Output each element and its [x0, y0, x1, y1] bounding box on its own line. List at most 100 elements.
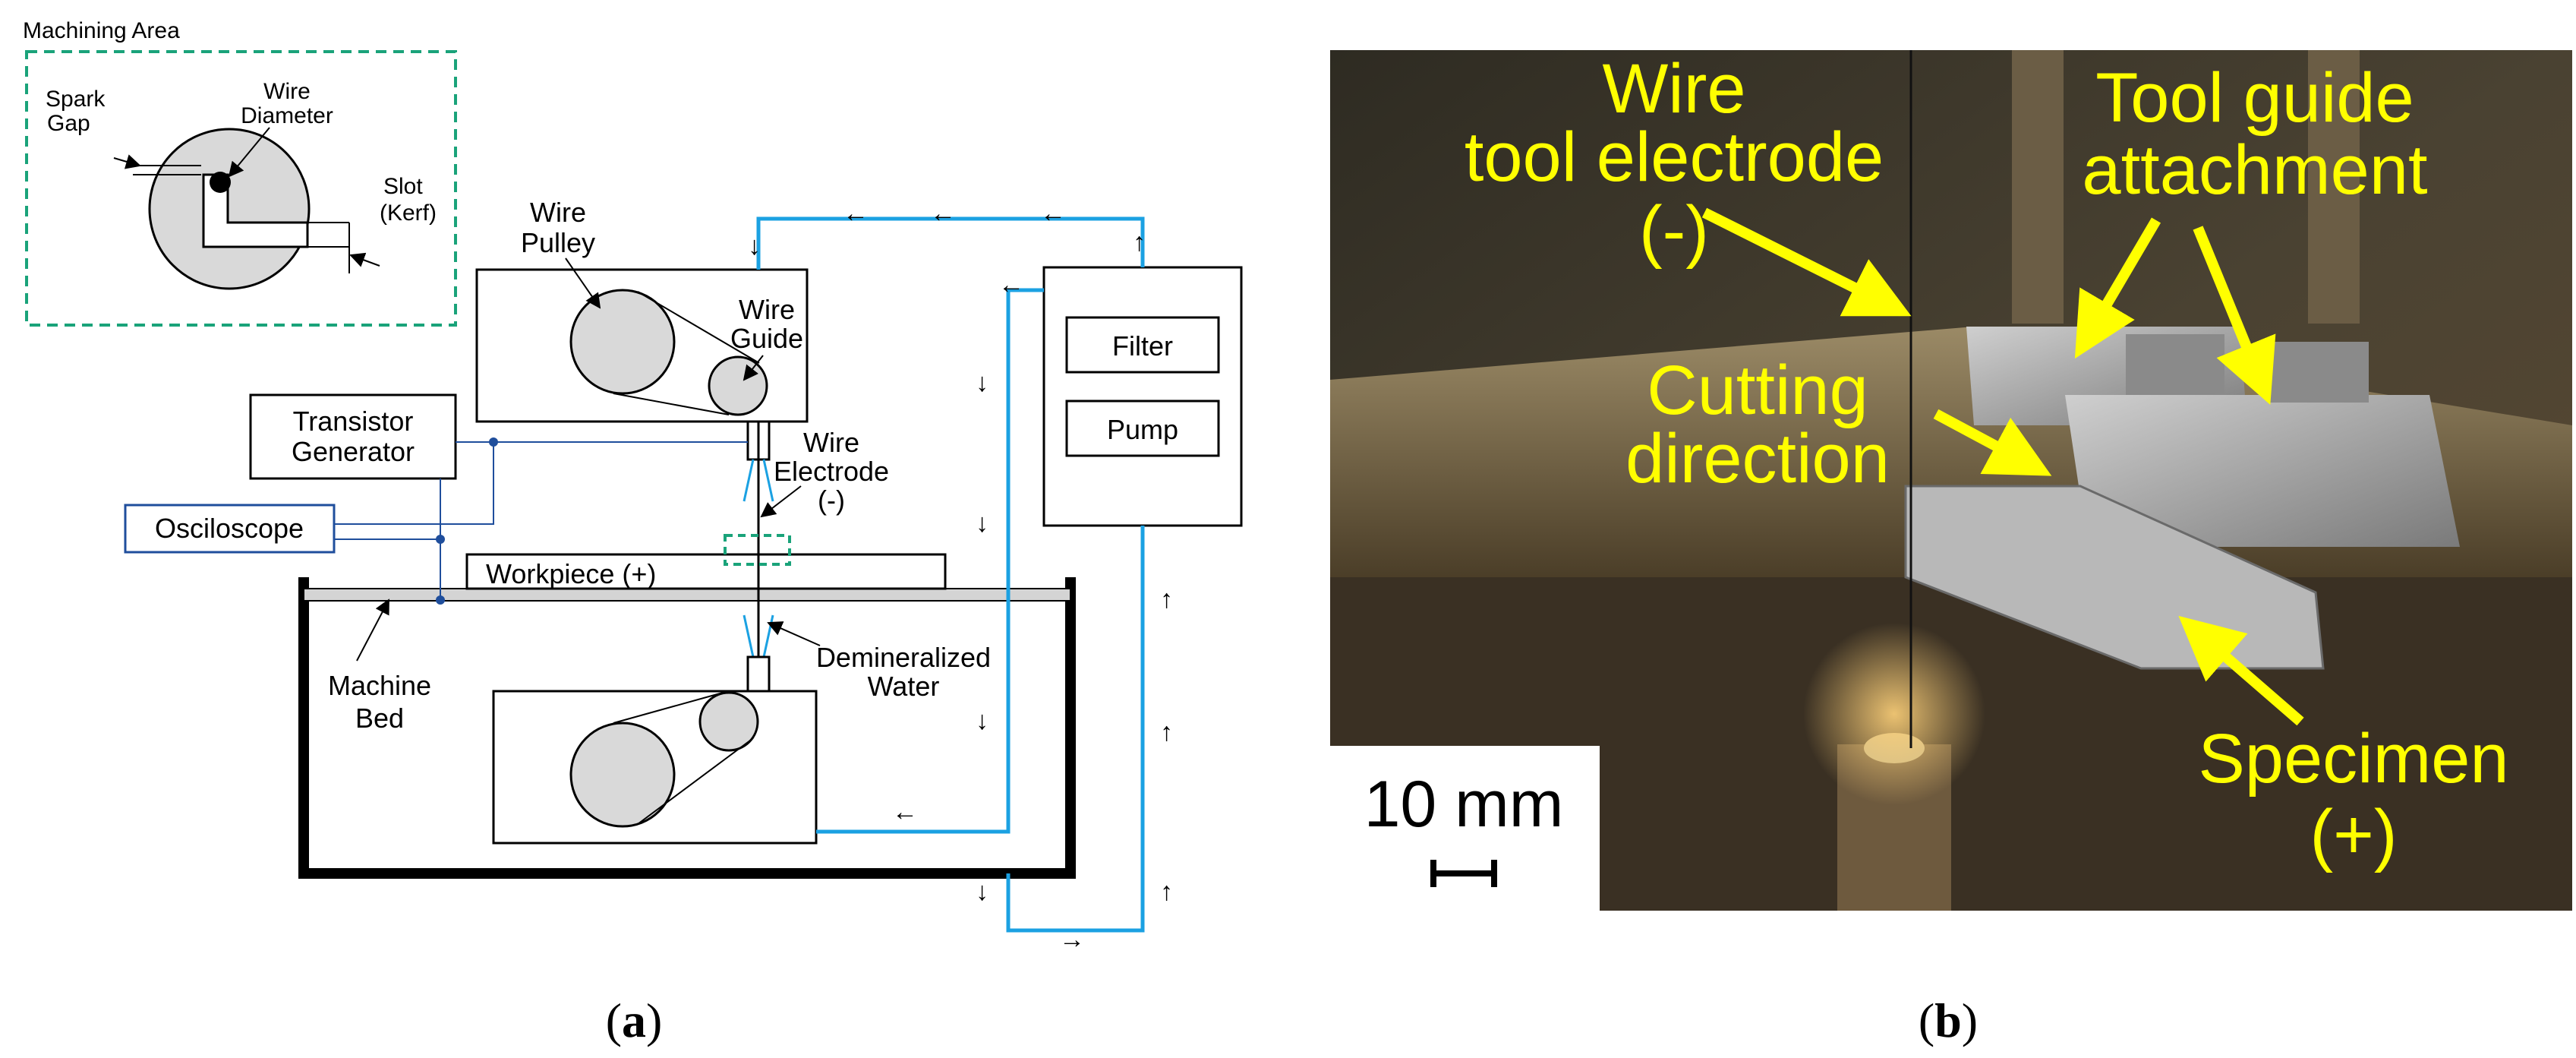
machining-area-marker: [724, 534, 791, 566]
demin-water-arrow: [767, 621, 821, 646]
slot-label-1: Slot: [383, 174, 423, 199]
photo-panel: Wire tool electrode (-) Tool guide attac…: [1330, 50, 2572, 1047]
workpiece: [465, 553, 947, 590]
tool-guide-arrow-2: [2193, 226, 2276, 405]
machine-bed-label-1: Machine: [328, 670, 431, 701]
scale-bar-box: [1330, 746, 1600, 911]
lower-nozzle: [746, 655, 771, 696]
wire-diameter-label-2: Diameter: [241, 103, 333, 128]
flow-arrow-5: ↑: [1133, 228, 1146, 257]
lower-belt-2: [637, 737, 754, 825]
photo-label-wire: Wire tool electrode (-): [1465, 50, 1884, 270]
flow-arrow-10: ↓: [976, 877, 988, 906]
lower-belt-1: [613, 692, 724, 724]
water-supply-line: [756, 216, 1145, 270]
upper-pulley: [569, 289, 676, 395]
upper-belt-1: [637, 291, 760, 364]
specimen-arrow: [2178, 615, 2304, 726]
osciloscope-label: Osciloscope: [155, 513, 304, 544]
svg-text:Wire: Wire: [1602, 50, 1745, 128]
flow-arrow-9: ↓: [976, 706, 988, 735]
filter-label: Filter: [1112, 330, 1173, 362]
upper-water-jet: [743, 459, 774, 502]
wire-diameter-arrow: [228, 127, 270, 178]
kerf-disk: [148, 128, 311, 290]
machining-area-inset: Machining Area Spark Gap Wire Diameter S…: [23, 18, 457, 327]
pump-box: [1065, 400, 1220, 457]
workpiece-label: Workpiece (+): [486, 558, 656, 589]
photo-label-tool-guide: Tool guide attachment: [2082, 59, 2427, 209]
nut-1: [2126, 334, 2224, 395]
upper-belt-2: [613, 393, 730, 415]
slot-label-2: (Kerf): [380, 201, 437, 226]
machining-area-title: Machining Area: [23, 18, 180, 43]
wire-guide-label-1: Wire: [739, 294, 795, 325]
transistor-generator-label-1: Transistor: [293, 406, 414, 437]
lower-pulley: [569, 722, 676, 828]
wire-electrode-label-3: (-): [818, 485, 845, 516]
flow-arrow-1: ←: [843, 199, 869, 228]
svg-text:tool electrode: tool electrode: [1465, 118, 1884, 196]
scale-bar-label: 10 mm: [1364, 768, 1564, 841]
cutting-direction-arrow: [1933, 409, 2052, 476]
osciloscope-wire-1: [334, 442, 494, 525]
flow-arrow-14: ↑: [1160, 877, 1173, 906]
wire-guide-label-2: Guide: [730, 323, 803, 354]
flow-arrow-11: ←: [892, 797, 918, 826]
wire-electrode-arrow: [760, 485, 802, 518]
transistor-generator-box: [249, 393, 457, 480]
svg-text:direction: direction: [1625, 420, 1890, 497]
svg-text:attachment: attachment: [2082, 131, 2427, 209]
flow-arrow-4: ←: [998, 270, 1024, 299]
osciloscope-box: [124, 504, 336, 554]
spark-gap-label-1: Spark: [46, 87, 106, 112]
junction-dot-2: [436, 535, 445, 544]
slot-arrow: [349, 252, 380, 267]
caption-a: (a): [606, 993, 663, 1047]
wire-guide-arrow: [743, 355, 764, 381]
svg-text:Specimen: Specimen: [2198, 720, 2508, 797]
machine-bed-label-2: Bed: [355, 703, 404, 734]
flow-arrow-3: ←: [1040, 199, 1066, 228]
flow-arrow-8: ↓: [976, 509, 988, 538]
wire-pulley-label-1: Wire: [530, 197, 586, 228]
flow-arrow-7: ↓: [976, 368, 988, 397]
filter-box: [1065, 316, 1220, 374]
tool-guide-block-2: [2065, 395, 2460, 547]
junction-dot-1: [489, 437, 498, 447]
caption-b: (b): [1919, 993, 1978, 1047]
flow-arrow-2: ←: [930, 199, 956, 228]
flow-arrow-12: ↑: [1160, 585, 1173, 614]
nut-2: [2270, 342, 2369, 403]
photo-label-cutting: Cutting direction: [1625, 352, 1890, 497]
demin-water-label-2: Water: [868, 671, 940, 702]
svg-text:(-): (-): [1639, 192, 1709, 270]
upper-wire-guide: [708, 355, 768, 416]
filter-pump-box: [1042, 266, 1243, 527]
junction-dot-3: [436, 595, 445, 605]
wire-electrode-label-1: Wire: [803, 427, 859, 458]
tank: [298, 577, 1076, 879]
flow-arrow-6: ↓: [748, 232, 761, 261]
wire-label-arrow: [1701, 207, 1912, 317]
machining-area-box: [25, 50, 457, 327]
tool-guide-arrow-1: [2074, 217, 2161, 359]
flow-arrow-13: ↑: [1160, 718, 1173, 747]
photo-label-specimen: Specimen (+): [2198, 720, 2508, 873]
svg-text:Tool guide: Tool guide: [2095, 59, 2414, 137]
wire-diameter-label-1: Wire: [263, 79, 311, 104]
water-lower-line: [816, 288, 1044, 834]
flow-arrow-15: →: [1059, 925, 1085, 954]
pump-label: Pump: [1107, 414, 1178, 445]
machine-bed: [303, 588, 1071, 602]
wire-electrode-label-2: Electrode: [774, 456, 889, 487]
wire-section: [210, 172, 231, 193]
wire-pulley-arrow: [565, 257, 601, 309]
spark-gap-arrow: [113, 154, 141, 169]
demin-water-label-1: Demineralized: [816, 642, 991, 673]
spark-gap-label-2: Gap: [47, 111, 90, 136]
threaded-rod-right: [2308, 50, 2360, 324]
water-return-line: [1006, 526, 1145, 933]
transistor-generator-label-2: Generator: [292, 436, 415, 467]
